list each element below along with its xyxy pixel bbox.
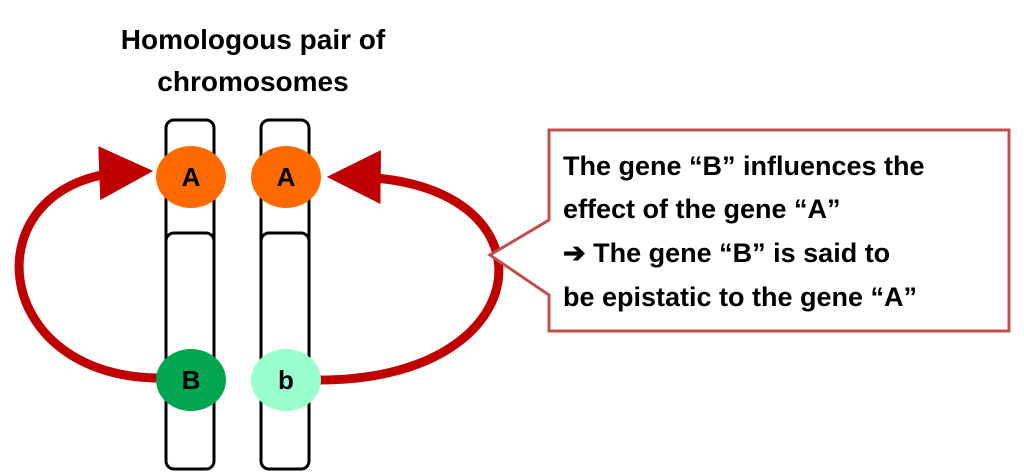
diagram-title-line-1: Homologous pair of [121,24,386,55]
callout-line-1: The gene “B” influences the [563,151,925,181]
left-arrow [14,146,167,383]
right-arrow [319,150,504,385]
diagram-title-line-2: chromosomes [157,66,348,97]
callout-line-2: effect of the gene “A” [563,194,841,224]
gene-label: B [182,365,201,395]
gene-label: A [182,162,201,192]
gene-right-top: A [251,146,321,208]
gene-left-top: A [156,146,226,208]
callout-box [487,128,1011,333]
gene-marker [156,349,226,411]
callout-line-3-text: The gene “B” is said to [586,238,891,268]
callout-line-3: ➔ The gene “B” is said to [563,238,890,268]
right-arrow-icon: ➔ [563,238,586,268]
callout: The gene “B” influences the effect of th… [487,128,1011,333]
callout-line-4: be epistatic to the gene “A” [563,282,917,312]
gene-marker [251,146,321,208]
gene-label: A [277,162,296,192]
gene-marker [156,146,226,208]
gene-marker [251,349,321,411]
gene-left-bottom: B [156,349,226,411]
gene-label: b [278,365,294,395]
gene-right-bottom: b [251,349,321,411]
